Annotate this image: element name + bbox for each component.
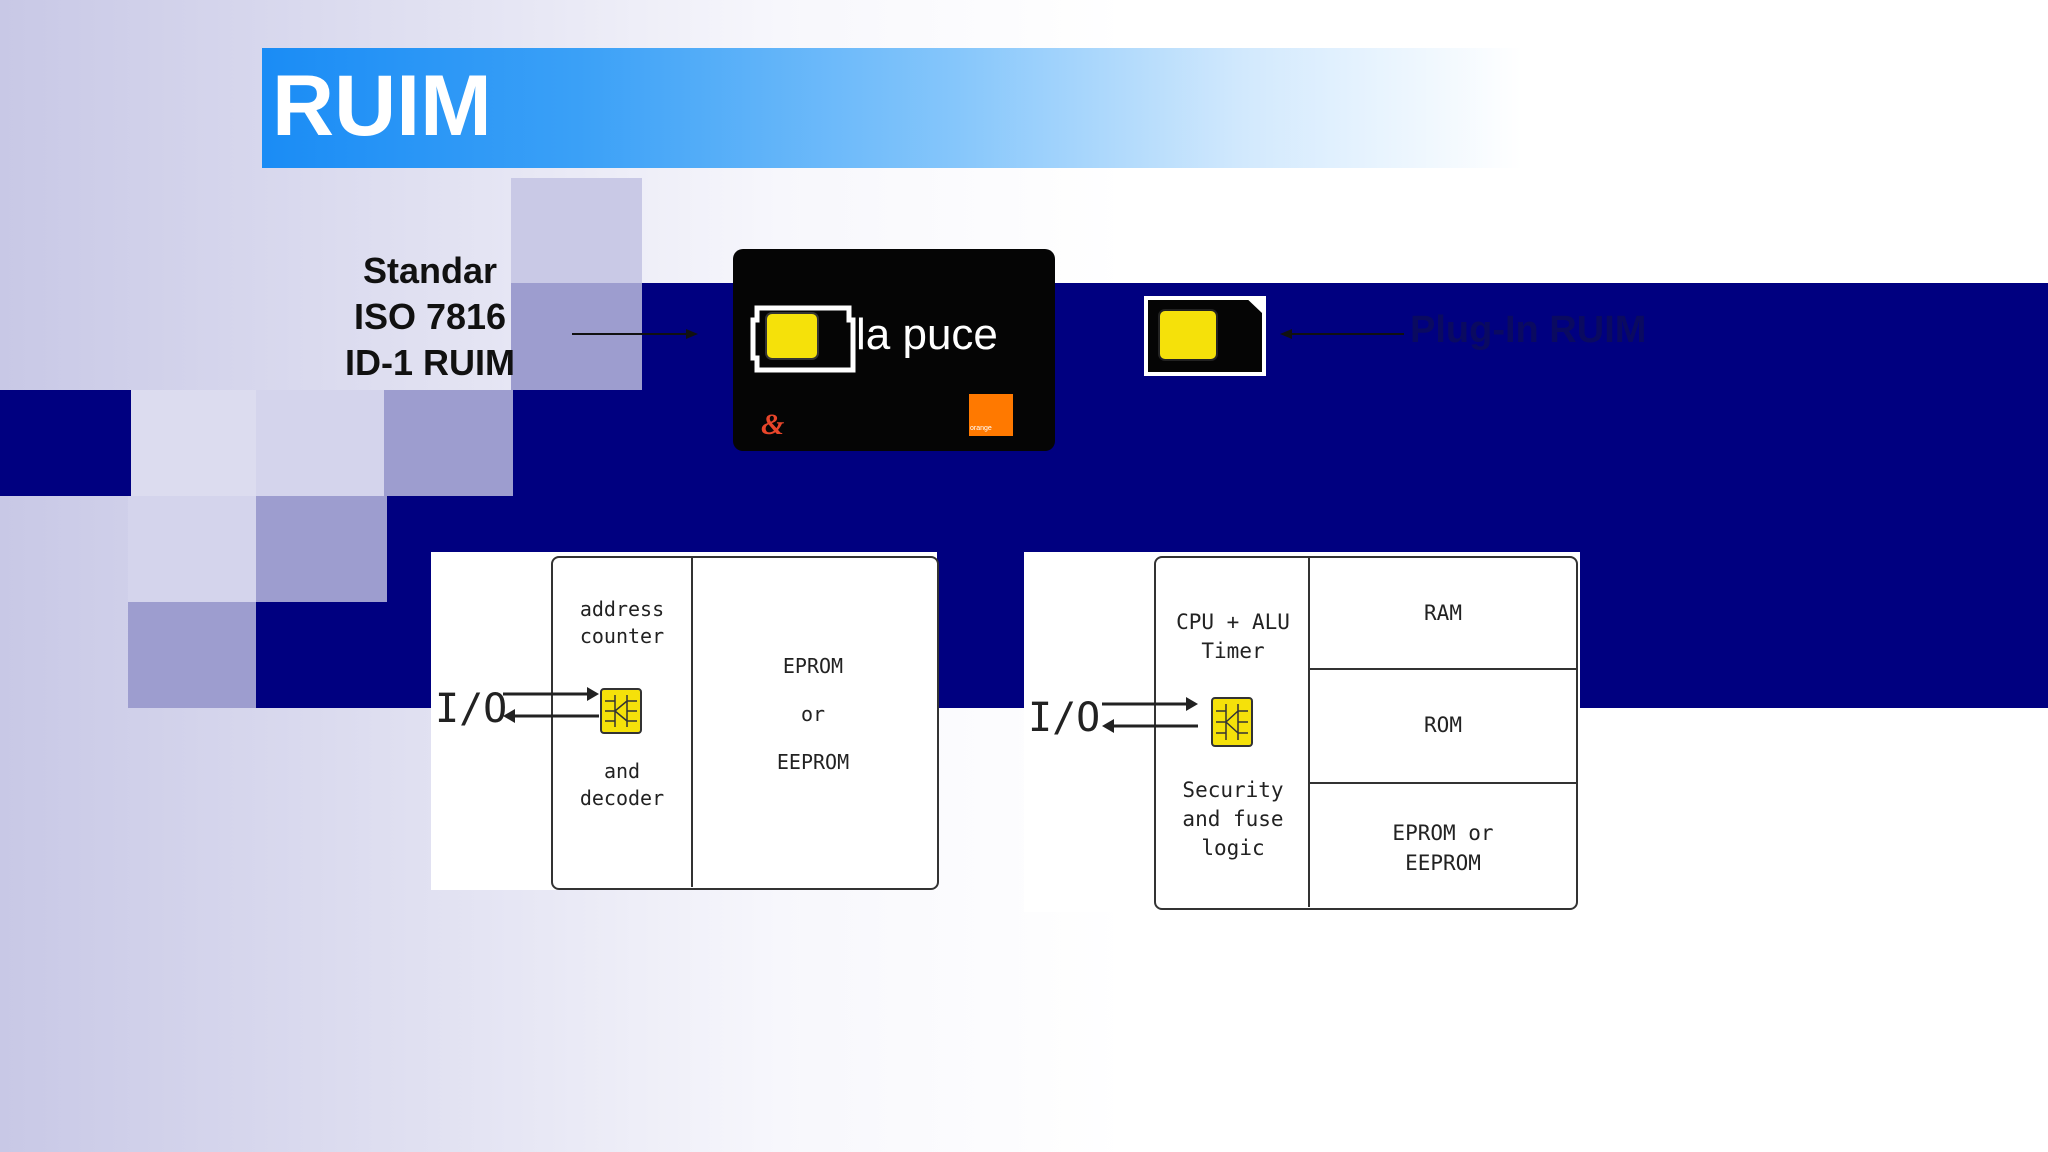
- divider: [1308, 557, 1310, 907]
- deco-square: [511, 283, 642, 390]
- eeprom-label: EPROM or EEPROM: [1312, 818, 1574, 878]
- io-label: I/O: [1028, 695, 1101, 741]
- card-outline: [551, 556, 939, 890]
- plugin-card-frame: [1144, 296, 1266, 376]
- block-text-line: counter: [579, 624, 665, 648]
- chip-icon: [765, 312, 819, 360]
- divider: [691, 557, 693, 887]
- standard-label-line: ISO 7816: [353, 296, 507, 337]
- block-text-line: and fuse: [1182, 807, 1284, 831]
- diagram-microprocessor-card: I/O CPU + ALU Timer Security and fuse lo…: [1024, 552, 1580, 912]
- block-text-line: Timer: [1201, 639, 1265, 663]
- slide-title: RUIM: [272, 58, 492, 154]
- arrow-left-icon: [1280, 329, 1404, 339]
- io-arrows-icon: [1102, 697, 1198, 733]
- memory-text-line: EPROM: [782, 654, 844, 678]
- deco-square: [128, 496, 256, 602]
- plugin-label: Plug-In RUIM: [1410, 309, 1647, 351]
- memory-text-line: EEPROM: [776, 750, 850, 774]
- block-text-line: and: [603, 759, 641, 783]
- card-cutout-outline: [750, 305, 856, 373]
- block-bottom-text: and decoder: [559, 758, 685, 812]
- deco-square: [128, 602, 256, 708]
- deco-square: [384, 390, 513, 496]
- ram-label: RAM: [1424, 601, 1462, 625]
- block-text-line: logic: [1201, 836, 1265, 860]
- chip-icon: [600, 688, 642, 734]
- block-text-line: Security: [1182, 778, 1284, 802]
- divider: [1310, 668, 1576, 670]
- id1-card-image: la puce & orange: [733, 249, 1055, 451]
- deco-square: [511, 178, 642, 283]
- deco-square: [256, 496, 387, 602]
- rom-label: ROM: [1424, 713, 1462, 737]
- memory-text-line: or: [800, 702, 826, 726]
- standard-label: Standar ISO 7816 ID-1 RUIM: [305, 248, 555, 386]
- block-text-line: CPU + ALU: [1176, 610, 1290, 634]
- chip-icon: [1211, 697, 1253, 747]
- eeprom-line: EEPROM: [1405, 851, 1481, 875]
- block-top-text: CPU + ALU Timer: [1160, 608, 1306, 666]
- divider: [1310, 782, 1576, 784]
- standard-label-line: ID-1 RUIM: [345, 342, 515, 383]
- deco-square: [256, 390, 384, 496]
- arrow-right-icon: [572, 329, 698, 339]
- block-top-text: address counter: [559, 596, 685, 650]
- standard-label-line: Standar: [362, 250, 498, 291]
- block-text-line: decoder: [579, 786, 665, 810]
- deco-square: [131, 390, 256, 496]
- orange-logo-text: orange: [970, 425, 992, 432]
- chip-icon: [1158, 309, 1218, 361]
- orange-logo: orange: [969, 394, 1013, 436]
- eeprom-line: EPROM or: [1392, 821, 1494, 845]
- io-label: I/O: [435, 686, 508, 732]
- card-logo-icon: &: [761, 408, 785, 441]
- block-text-line: address: [579, 597, 665, 621]
- memory-text: EPROM or EEPROM: [695, 642, 931, 786]
- card-outline: [1154, 556, 1578, 910]
- card-text: la puce: [856, 310, 998, 359]
- block-bottom-text: Security and fuse logic: [1160, 776, 1306, 863]
- diagram-memory-card: I/O address counter and decoder EPROM or…: [431, 552, 939, 890]
- io-arrows-icon: [503, 687, 599, 723]
- title-bar: [262, 48, 1522, 168]
